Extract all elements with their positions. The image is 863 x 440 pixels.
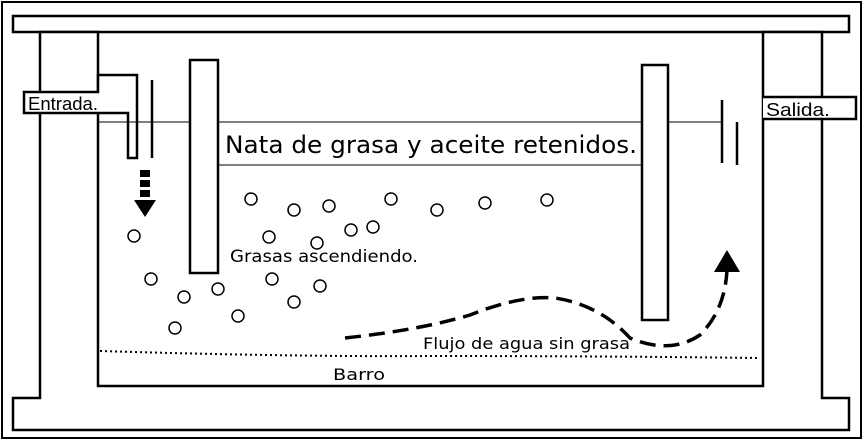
outlet-label: Salida. xyxy=(766,100,830,120)
water-flow-label: Flujo de agua sin grasa xyxy=(423,334,630,353)
outlet-label-mask xyxy=(765,99,839,117)
sludge-line xyxy=(99,350,761,359)
sludge-label: Barro xyxy=(333,365,385,384)
inner-baffle-left xyxy=(188,58,220,275)
tank-walls xyxy=(11,30,851,432)
inlet-label: Entrada. xyxy=(28,94,98,114)
grease-layer-label: Nata de grasa y aceite retenidos. xyxy=(225,131,637,159)
rising-grease-label: Grasas ascendiendo. xyxy=(230,247,418,267)
inner-baffle-right xyxy=(640,63,670,322)
inlet-label-mask xyxy=(26,94,98,111)
grease-bubbles xyxy=(127,192,554,335)
inflow-arrow-icon xyxy=(134,170,156,217)
outflow-arrow-icon xyxy=(714,250,740,272)
tank-lid xyxy=(11,14,851,34)
water-flow-arrow xyxy=(344,250,740,348)
